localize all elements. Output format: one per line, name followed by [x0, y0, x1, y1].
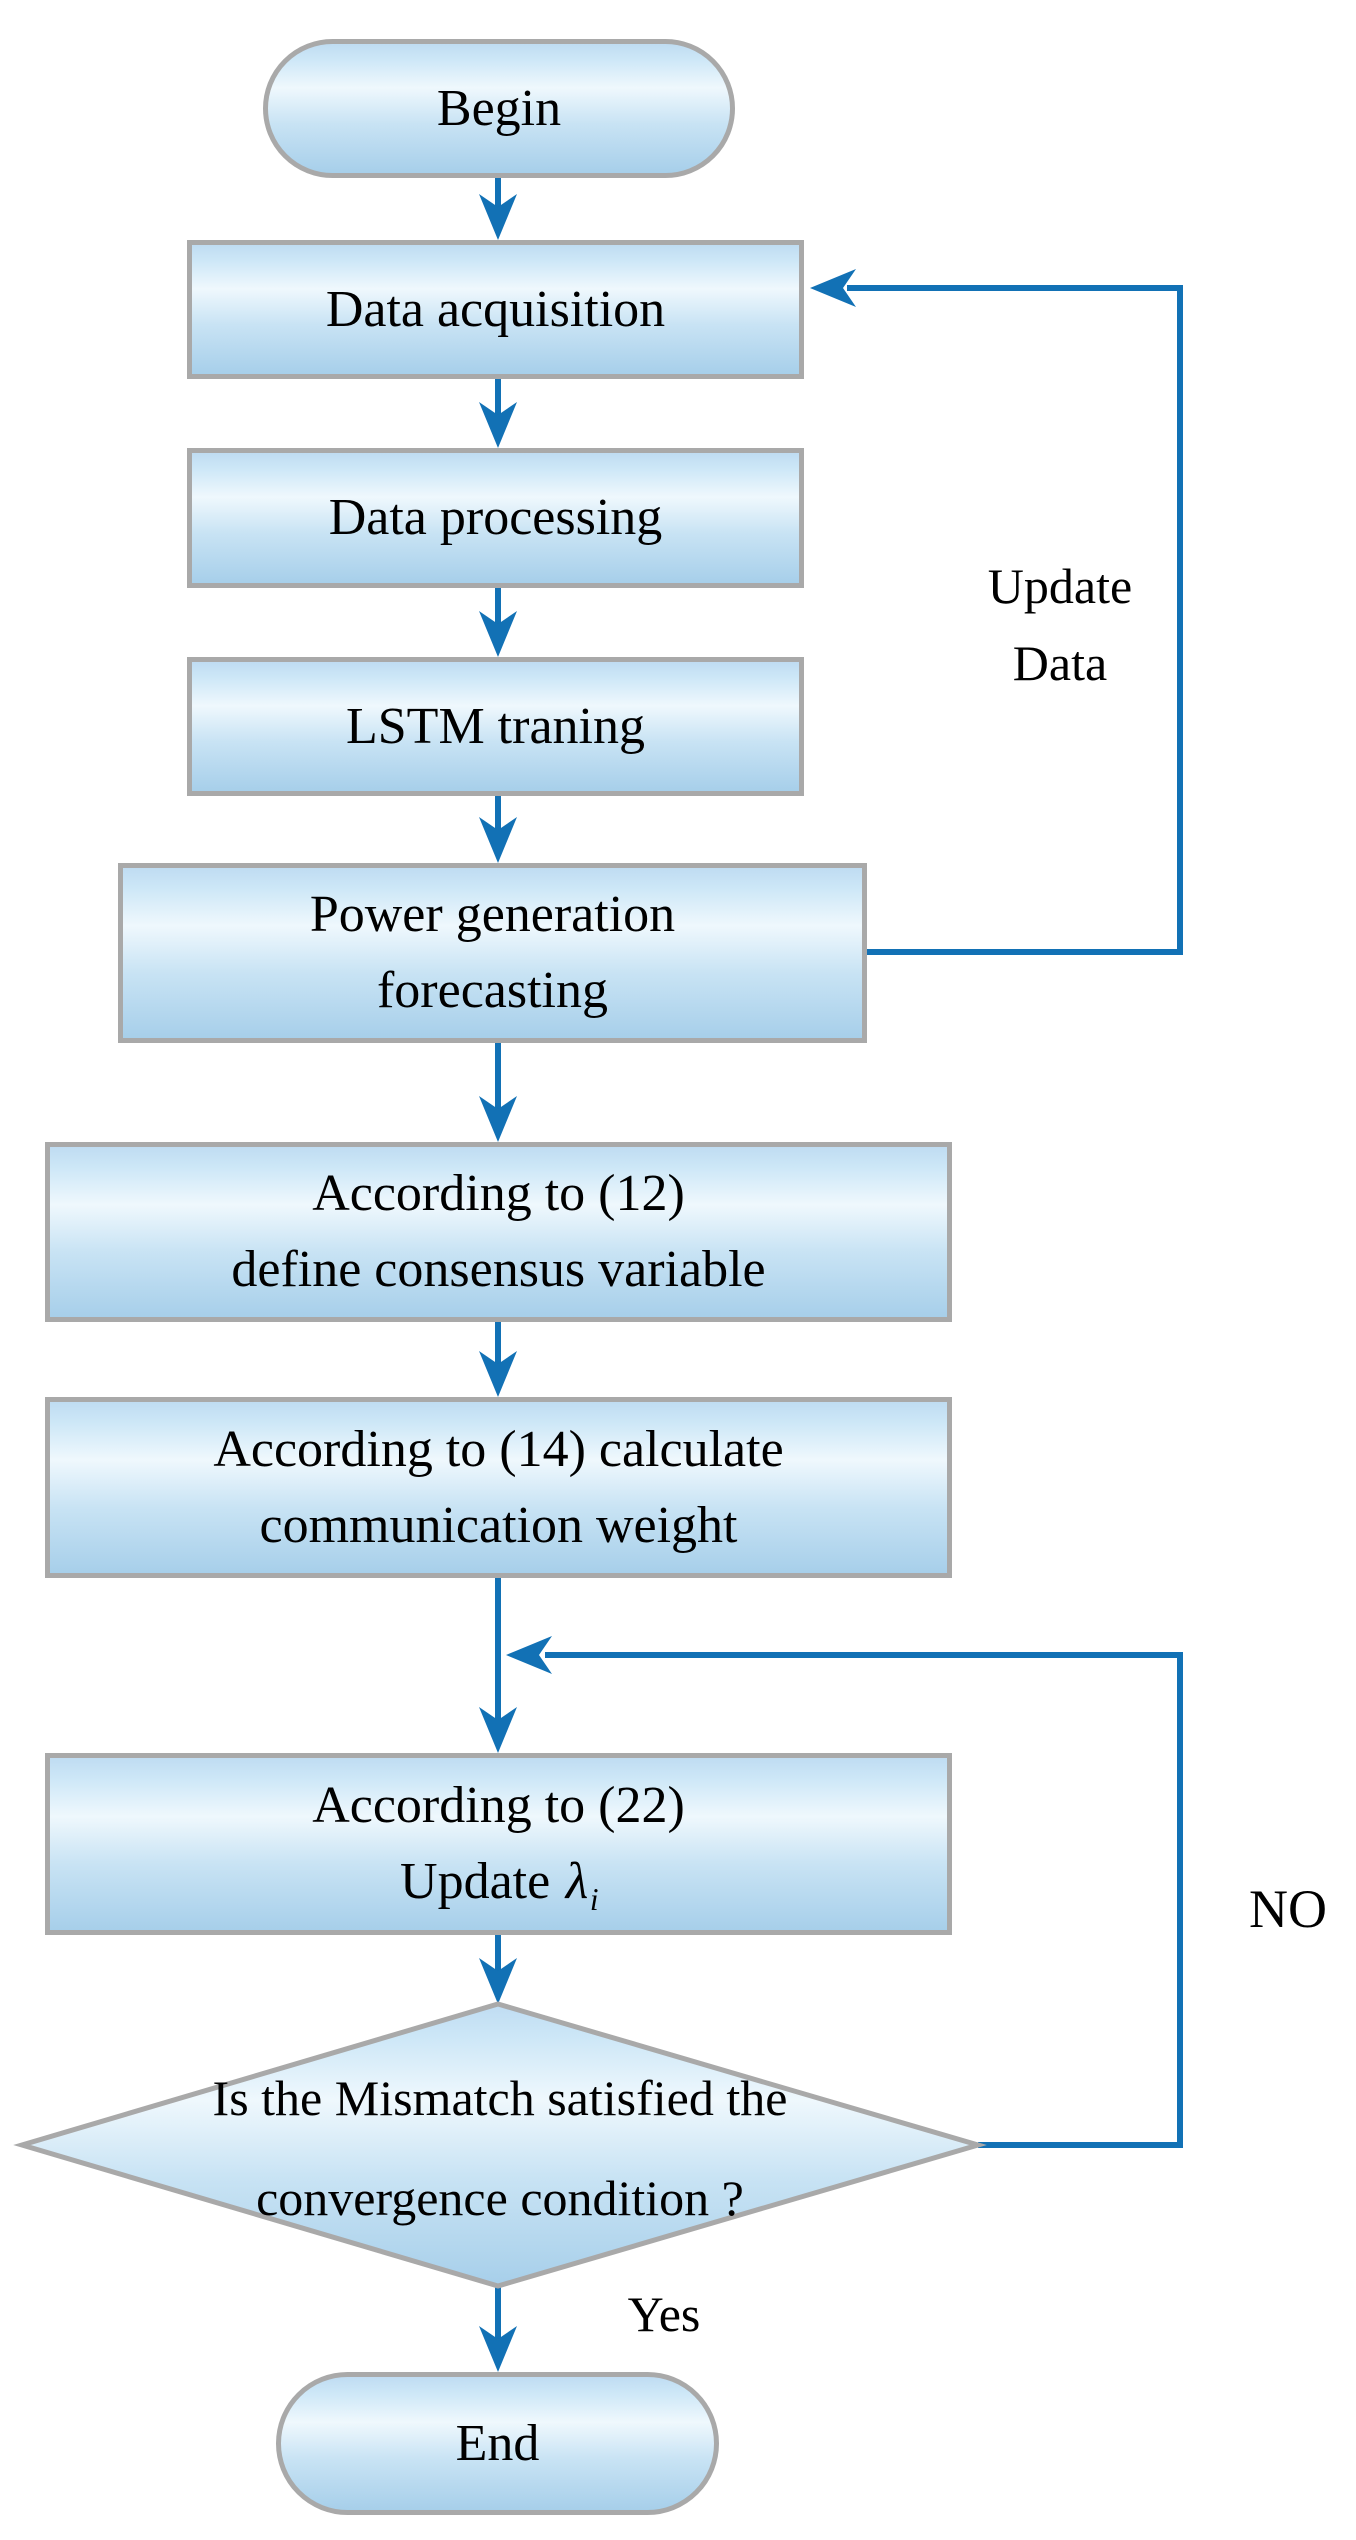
arrowhead-down-icon	[479, 194, 517, 240]
power-forecasting-line2: forecasting	[376, 962, 608, 1019]
arrowhead-down-icon	[479, 2326, 517, 2372]
data-processing-label: Data processing	[328, 489, 663, 546]
arrowhead-down-icon	[479, 1707, 517, 1753]
decision-line1: Is the Mismatch satisfied the	[212, 2070, 788, 2126]
arrowhead-down-icon	[479, 1958, 517, 2004]
yes-edge-label: Yes	[627, 2286, 701, 2342]
update-data-loop	[810, 269, 1183, 955]
arrow-decision-to-end	[479, 2285, 517, 2372]
update-data-line2: Data	[1012, 635, 1108, 691]
define-consensus-line2: define consensus variable	[231, 1241, 766, 1298]
arrow-acquisition-to-processing	[479, 378, 517, 448]
define-consensus-line1: According to (12)	[312, 1165, 685, 1222]
arrowhead-down-icon	[479, 402, 517, 448]
end-label: End	[455, 2414, 540, 2472]
update-lambda-line1: According to (22)	[312, 1777, 685, 1834]
update-data-edge-label: Update Data	[955, 548, 1165, 702]
arrowhead-down-icon	[479, 817, 517, 863]
define-consensus-step: According to (12) define consensus varia…	[45, 1142, 952, 1322]
arrow-begin-to-data-acquisition	[479, 177, 517, 240]
data-acquisition-label: Data acquisition	[325, 280, 666, 338]
arrowhead-down-icon	[479, 611, 517, 657]
update-lambda-prefix: Update	[400, 1853, 551, 1910]
data-acquisition-step: Data acquisition	[187, 240, 804, 379]
update-data-line1: Update	[987, 558, 1133, 614]
lambda-symbol: λ	[565, 1853, 589, 1910]
arrowhead-down-icon	[479, 1351, 517, 1397]
power-forecasting-line1: Power generation	[309, 886, 676, 943]
lambda-subscript: i	[589, 1881, 599, 1917]
arrow-lstm-to-power	[479, 795, 517, 863]
lstm-training-step: LSTM traning	[187, 657, 804, 796]
arrowhead-left-icon	[506, 1636, 552, 1674]
arrow-consensus-to-weight	[479, 1321, 517, 1397]
decision-diamond-shape	[13, 2001, 987, 2289]
data-processing-step: Data processing	[187, 448, 804, 588]
communication-weight-step: According to (14) calculate communicatio…	[45, 1397, 952, 1578]
begin-label: Begin	[436, 79, 562, 137]
arrow-update-lambda-to-decision	[479, 1934, 517, 2004]
decision-line2: convergence condition ?	[256, 2170, 744, 2226]
communication-weight-line2: communication weight	[259, 1496, 738, 1554]
begin-terminator: Begin	[263, 39, 735, 178]
no-loop	[506, 1636, 1183, 2148]
arrow-processing-to-lstm	[479, 587, 517, 657]
arrow-power-to-consensus	[479, 1042, 517, 1142]
communication-weight-line1: According to (14) calculate	[213, 1420, 784, 1478]
decision-label: Is the Mismatch satisfied the convergenc…	[60, 2048, 940, 2248]
arrowhead-left-icon	[810, 269, 856, 307]
end-terminator: End	[276, 2372, 719, 2515]
arrowhead-down-icon	[479, 1096, 517, 1142]
arrow-weight-to-update-lambda	[479, 1577, 517, 1753]
no-edge-label: NO	[1249, 1879, 1327, 1939]
power-forecasting-step: Power generation forecasting	[118, 863, 867, 1043]
lstm-training-label: LSTM traning	[346, 697, 645, 755]
